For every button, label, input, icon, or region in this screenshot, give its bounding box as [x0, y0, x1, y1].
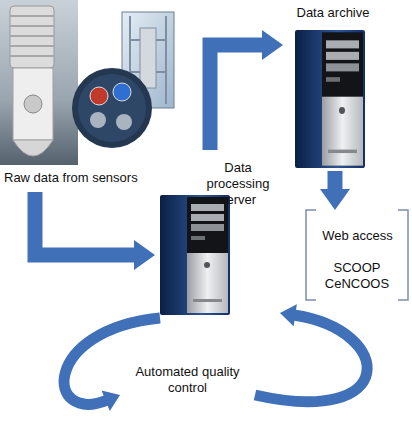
bracket — [306, 210, 408, 300]
sensor-photo — [0, 0, 174, 165]
flow-arrow — [255, 304, 367, 401]
processing-computer — [160, 195, 230, 315]
arrow-shaft — [328, 171, 343, 191]
archive-box: Data archive — [283, 3, 383, 171]
arrow-head — [102, 391, 120, 411]
archive-computer — [295, 30, 365, 168]
arrow-shaft — [210, 45, 264, 150]
node-label: Web access — [305, 228, 410, 244]
qc-box: Automated quality control — [120, 362, 255, 400]
flow-arrow — [210, 30, 283, 150]
node-label: Automated quality control — [120, 364, 255, 396]
arrow-head — [134, 240, 155, 270]
node-label: Data processing server — [197, 160, 279, 208]
node-label: Raw data from sensors — [4, 170, 162, 186]
flow-arrow — [35, 192, 155, 270]
web-access-box: Web accessSCOOP CeNCOOS — [305, 210, 410, 302]
sensor-group: Raw data from sensors — [0, 0, 165, 192]
arrow-head — [280, 304, 297, 326]
flow-arrow — [320, 171, 350, 210]
arrow-head — [262, 30, 283, 60]
node-label: Data archive — [283, 5, 383, 21]
arrow-shaft — [255, 315, 367, 402]
server-box: Data processing server — [155, 150, 280, 318]
arrow-head — [320, 189, 350, 210]
arrow-shaft — [35, 192, 136, 255]
arrow-shaft — [64, 318, 160, 404]
flow-arrow — [64, 318, 160, 411]
node-body: SCOOP CeNCOOS — [322, 260, 392, 292]
